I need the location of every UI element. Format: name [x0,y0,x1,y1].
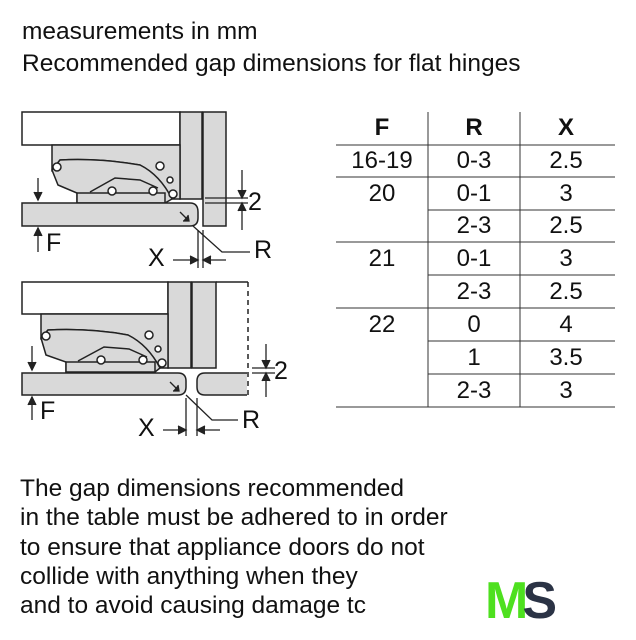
table-grid [336,112,615,408]
label-x-top: X [148,244,165,272]
cell-r: 0 [467,311,481,338]
cell-x: 4 [559,311,573,338]
label-x-bottom: X [138,414,155,442]
logo-backdrop [425,565,636,640]
cell-f: 22 [368,311,396,338]
cell-f: 16-19 [351,147,413,174]
label-f-top: F [46,229,61,257]
cell-r: 0-3 [456,147,492,174]
col-header-f: F [374,114,390,141]
hinge-diagram-bottom [21,281,249,396]
cell-x: 3 [559,245,573,272]
cell-r: 0-1 [456,180,492,207]
paragraph-line: collide with anything when they [20,562,358,590]
paragraph-line: to ensure that appliance doors do not [20,533,425,561]
label-f-bottom: F [40,397,55,425]
gap-instructions: The gap dimensions recommended in the ta… [20,474,448,620]
cell-r: 0-1 [456,245,492,272]
page-title: Recommended gap dimensions for flat hing… [22,50,521,77]
cell-r: 1 [467,344,481,371]
label-gap-top: 2 [248,188,262,216]
paragraph-line: in the table must be adhered to in order [20,504,448,532]
cell-r: 2-3 [456,278,492,305]
hinge-diagram-top [21,111,227,227]
cell-f: 21 [368,245,396,272]
units-note: measurements in mm [22,18,258,45]
label-r-bottom: R [242,406,260,434]
label-gap-bottom: 2 [274,357,288,385]
cell-x: 3 [559,377,573,404]
ms-logo: MS [485,572,557,630]
col-header-x: X [557,114,574,141]
paragraph-line: and to avoid causing damage tc [20,592,366,620]
cell-x: 3 [559,180,573,207]
paragraph-line: The gap dimensions recommended [20,475,405,502]
cell-r: 2-3 [456,212,492,239]
label-r-top: R [254,236,272,264]
cell-x: 2.5 [549,212,583,239]
col-header-r: R [465,114,483,141]
cell-r: 2-3 [456,377,492,404]
cell-x: 2.5 [549,147,583,174]
cell-x: 3.5 [549,344,583,371]
cell-f: 20 [368,180,396,207]
cell-x: 2.5 [549,278,583,305]
